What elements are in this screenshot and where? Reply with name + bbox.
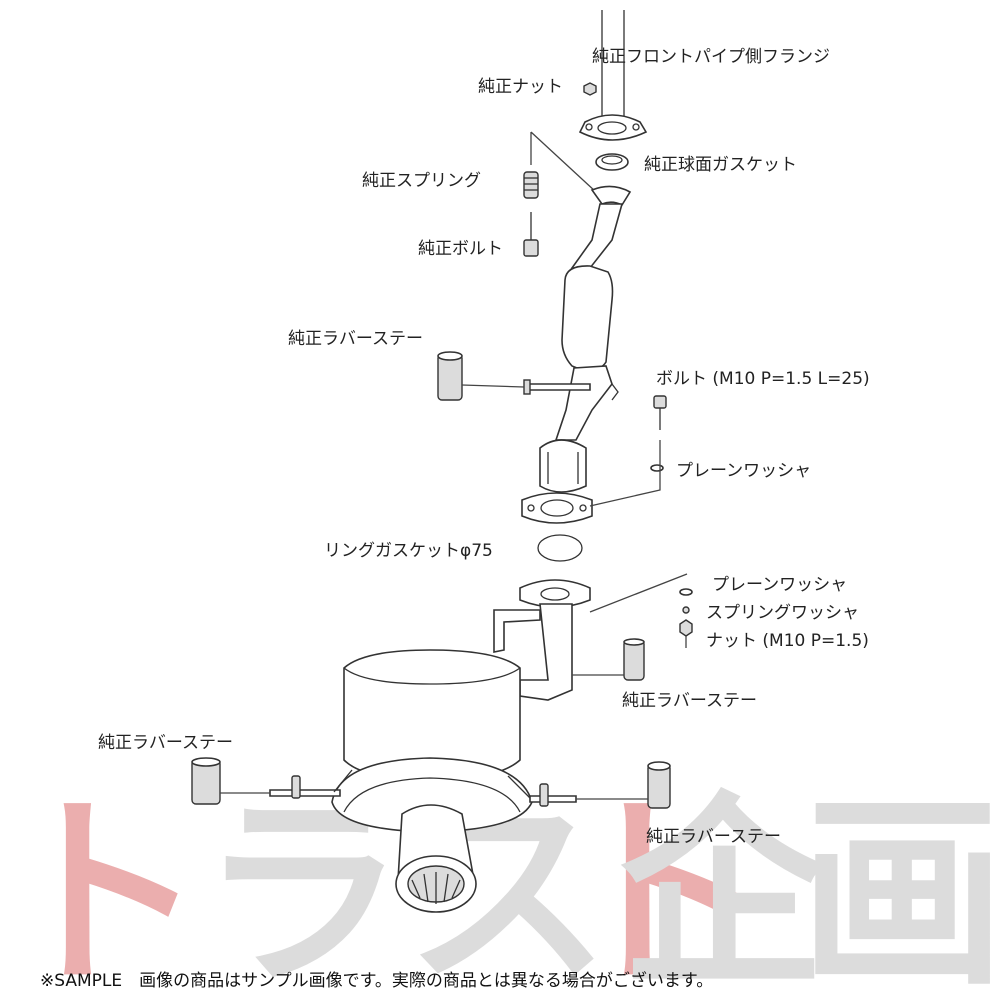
front-pipe: [554, 185, 632, 441]
bolt-m10: [653, 395, 667, 430]
label-rubber-stay-4: 純正ラバーステー: [646, 827, 781, 847]
sphere-gasket: [595, 153, 629, 171]
label-spring: 純正スプリング: [362, 171, 481, 191]
hanger-1: [523, 379, 591, 395]
muffler-hanger-left: [269, 769, 353, 799]
catalyst: [539, 439, 587, 493]
ring-gasket: [537, 534, 583, 562]
rubber-stay-1: [437, 351, 525, 401]
nut-m10: [679, 619, 693, 637]
label-ring-gasket: リングガスケットφ75: [324, 541, 493, 561]
label-nut: 純正ナット: [478, 77, 563, 97]
leader-spring: [530, 131, 597, 193]
oem-nut: [583, 82, 597, 96]
label-plain-washer-1: プレーンワッシャ: [676, 461, 811, 481]
label-rubber-stay-2: 純正ラバーステー: [622, 691, 757, 711]
label-bolt-m10: ボルト (M10 P=1.5 L=25): [656, 369, 870, 389]
oem-spring: [523, 171, 539, 199]
main-muffler: [331, 649, 533, 833]
label-sphere-gasket: 純正球面ガスケット: [644, 155, 797, 175]
mid-flange-2: [519, 579, 591, 608]
footer-disclaimer: ※SAMPLE 画像の商品はサンプル画像です。実際の商品とは異なる場合がございま…: [40, 970, 713, 991]
label-rubber-stay-3: 純正ラバーステー: [98, 733, 233, 753]
part-labels: 純正フロントパイプ側フランジ 純正ナット 純正球面ガスケット 純正スプリング 純…: [98, 47, 870, 847]
watermark-char-4: ト: [560, 776, 765, 1000]
muffler-hanger-right: [507, 775, 577, 807]
watermark-char-5: 企: [620, 776, 826, 1000]
spring-washer: [682, 606, 690, 614]
rubber-stay-3: [191, 757, 270, 805]
plain-washer-2: [679, 588, 693, 596]
label-spring-washer: スプリングワッシャ: [706, 603, 859, 623]
watermark-char-1: ト: [0, 776, 205, 1000]
oem-bolt: [523, 212, 539, 257]
rubber-stay-4: [576, 761, 671, 809]
rubber-stay-2: [572, 638, 645, 681]
leader-bolt: [589, 440, 661, 507]
label-flange: 純正フロントパイプ側フランジ: [592, 47, 830, 67]
oem-flange: [578, 114, 648, 141]
front-pipe-upper: [601, 10, 625, 118]
watermark-char-6: 画: [800, 776, 1000, 1000]
label-bolt-oem: 純正ボルト: [418, 239, 503, 259]
mid-pipe: [493, 603, 573, 701]
leader-washers: [589, 573, 688, 613]
label-plain-washer-2: プレーンワッシャ: [712, 575, 847, 595]
tail-pipe: [395, 804, 477, 913]
label-nut-m10: ナット (M10 P=1.5): [706, 631, 869, 651]
plain-washer-1: [650, 464, 664, 472]
label-rubber-stay-1: 純正ラバーステー: [288, 329, 423, 349]
mid-flange-1: [521, 492, 593, 524]
